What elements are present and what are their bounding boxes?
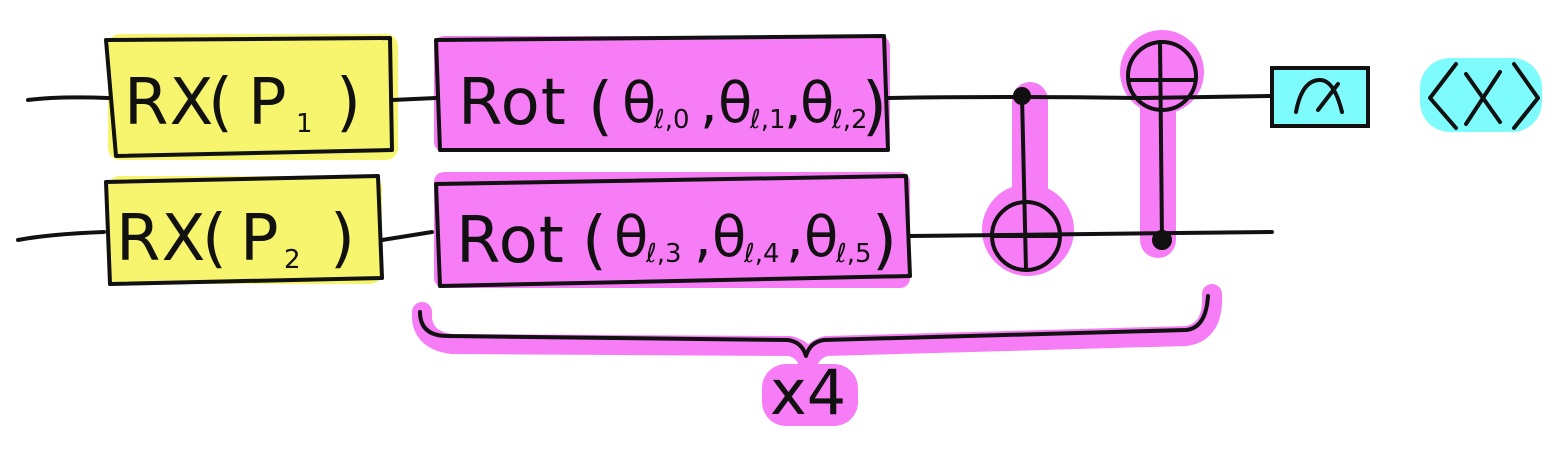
measurement-meter-icon	[1294, 77, 1344, 114]
cnot-2-control-dot	[1152, 230, 1172, 250]
rot-gate-2-param-2-sub: ℓ,4	[743, 239, 780, 269]
expectation-right-bracket	[1512, 62, 1540, 130]
repeat-label: x4	[770, 356, 846, 429]
rot-gate-2-param-1: θ	[614, 205, 648, 270]
rot-gate-1-name: Rot	[458, 66, 567, 140]
cnot-1-connector	[1020, 95, 1028, 271]
wire-1-segment-b	[390, 96, 438, 102]
rx-gate-1-close-paren: )	[336, 66, 362, 140]
rot-gate-2-close-paren: )	[872, 204, 898, 278]
rx-gate-2-outline	[104, 174, 384, 286]
expectation-x-glyph	[1464, 70, 1502, 126]
rot-gate-1-param-1: θ	[622, 71, 656, 136]
brace-highlight	[411, 284, 1223, 372]
expectation-left-bracket	[1428, 62, 1458, 130]
rot-gate-1-open-paren: (	[588, 70, 614, 144]
cnot-2-connector	[1158, 39, 1164, 241]
rot-gate-1-param-1-sub: ℓ,0	[653, 105, 690, 135]
rot-gate-2-outline	[434, 174, 912, 288]
rot-gate-1-label: Rot ( θ ℓ,0 , θ ℓ,1 , θ ℓ,2 )	[458, 66, 888, 144]
rot-gate-1-comma-1: ,	[700, 71, 718, 136]
rx-gate-2-param: P	[240, 202, 280, 276]
measurement-highlights	[1272, 58, 1542, 132]
rot-gate-1-param-2: θ	[718, 71, 752, 136]
rot-gate-1-param-2-sub: ℓ,1	[749, 105, 786, 135]
rx-gate-1-outline	[104, 36, 394, 158]
rot-gate-2-param-1-sub: ℓ,3	[645, 239, 682, 269]
rx-gate-2-open-paren: (	[202, 202, 228, 276]
encoding-highlights	[108, 34, 398, 284]
rot-gate-outlines	[434, 34, 912, 288]
cnot-gate-1	[990, 87, 1062, 272]
layer-highlights	[411, 30, 1223, 426]
expectation-value: ⟨X⟩	[1428, 62, 1540, 130]
rot-gate-1-comma-2: ,	[784, 71, 802, 136]
wire-2-segment-b	[380, 230, 434, 242]
wire-2-segment-a	[16, 230, 106, 242]
rot-gate-2-label: Rot ( θ ℓ,3 , θ ℓ,4 , θ ℓ,5 )	[456, 204, 898, 278]
rot-gate-1-param-3-sub: ℓ,2	[831, 105, 868, 135]
rot-gate-2-param-3-sub: ℓ,5	[835, 239, 872, 269]
rx-gate-1-open-paren: (	[208, 66, 234, 140]
wire-1-segment-c	[886, 94, 1272, 101]
rot-gate-2-comma-1: ,	[694, 205, 712, 270]
rx-gate-2-close-paren: )	[330, 202, 356, 276]
cnot-2-target-circle	[1126, 40, 1198, 112]
rot-gate-1-param-3: θ	[800, 71, 834, 136]
measurement-box-outline	[1270, 66, 1370, 128]
rot-gate-1-outline	[434, 34, 890, 152]
rx-gate-highlight-1	[108, 34, 398, 160]
rot-gate-highlight-2	[434, 172, 910, 288]
rx-gate-1-name: RX	[124, 66, 214, 140]
rot-gate-2-param-2: θ	[712, 205, 746, 270]
rx-gate-highlight-2	[108, 176, 382, 284]
rot-gate-2-open-paren: (	[582, 204, 608, 278]
cnot-1-control-dot	[1013, 87, 1031, 105]
rx-gate-1-param-sub: 1	[296, 109, 313, 139]
cnot-gate-2	[1126, 39, 1198, 250]
rx-gate-2-name: RX	[116, 202, 206, 276]
repeat-brace	[418, 294, 1210, 358]
rx-gate-outlines	[104, 36, 394, 286]
measurement-gate	[1270, 66, 1370, 128]
rx-gate-2-param-sub: 2	[284, 245, 301, 275]
wire-1-segment-a	[26, 95, 110, 102]
rot-gate-2-comma-2: ,	[786, 205, 804, 270]
rot-gate-2-param-3: θ	[804, 205, 838, 270]
rx-gate-1-param: P	[248, 66, 288, 140]
repeat-label-highlight	[762, 364, 858, 426]
rot-gate-highlight-1	[434, 36, 890, 152]
rot-gate-2-name: Rot	[456, 204, 565, 278]
measurement-box-fill	[1272, 68, 1368, 126]
wire-2-segment-c	[908, 230, 1274, 238]
cnot-2-highlight	[1140, 80, 1176, 258]
rot-gate-1-close-paren: )	[862, 70, 888, 144]
